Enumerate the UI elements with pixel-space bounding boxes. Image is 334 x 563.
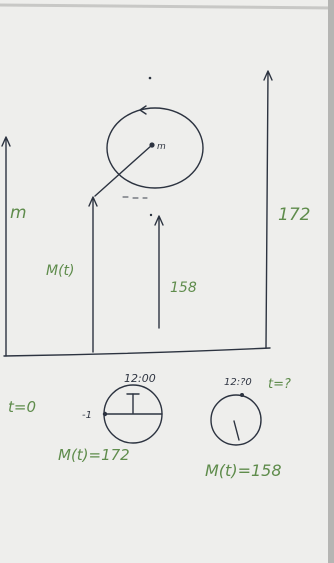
stray-dot <box>148 76 152 80</box>
clock-2-point <box>240 393 244 397</box>
label-172: 172 <box>278 205 310 225</box>
label-158: 158 <box>170 280 197 296</box>
stray-dot <box>149 213 153 217</box>
label-clock-12-x0: 12:?0 <box>224 377 252 388</box>
board-right-frame <box>328 0 334 563</box>
arrow-172 <box>265 71 269 349</box>
ferris-wheel-circle <box>106 107 204 189</box>
label-t-question: t=? <box>268 377 291 392</box>
wheel-radius-line <box>94 144 153 197</box>
ground-line <box>3 347 271 357</box>
rotation-arrowhead <box>139 105 147 115</box>
label-circle-center: m <box>157 142 166 152</box>
label-minus-one: -1 <box>82 410 92 421</box>
label-t-zero: t=0 <box>8 398 36 416</box>
clock-2-hand <box>233 420 240 441</box>
label-M-t-172: M(t)=172 <box>58 446 130 464</box>
label-M-t-158: M(t)=158 <box>205 461 282 480</box>
label-M-t: M(t) <box>46 263 75 279</box>
label-m: m <box>10 203 27 223</box>
board-top-edge <box>0 3 334 10</box>
wheel-bottom-dashes <box>122 196 148 199</box>
arrow-158-head <box>154 215 164 226</box>
clock-circle-2 <box>210 394 262 446</box>
label-clock-12-00: 12:00 <box>124 372 156 385</box>
arrow-M-t-head <box>88 196 98 207</box>
arrow-m-head <box>1 136 11 147</box>
arrow-172-head <box>263 70 273 81</box>
